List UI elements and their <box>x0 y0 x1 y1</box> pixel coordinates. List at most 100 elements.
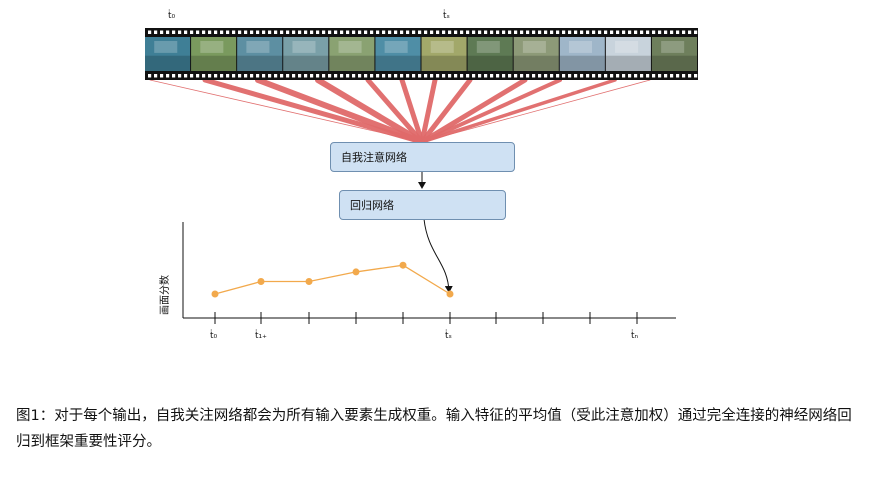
sprocket-hole <box>658 74 662 78</box>
sprocket-hole <box>166 74 170 78</box>
sprocket-hole <box>430 74 434 78</box>
attention-weight-line <box>399 77 425 145</box>
sprocket-hole <box>394 30 398 34</box>
sprocket-hole <box>442 74 446 78</box>
sprocket-hole <box>280 30 284 34</box>
sprocket-hole <box>598 74 602 78</box>
sprocket-hole <box>364 30 368 34</box>
sprocket-hole <box>184 30 188 34</box>
sprocket-hole <box>400 74 404 78</box>
sprocket-hole <box>424 74 428 78</box>
sprocket-hole <box>604 74 608 78</box>
video-frame <box>651 37 697 71</box>
sprocket-hole <box>250 30 254 34</box>
video-frame-shade <box>513 55 559 71</box>
sprocket-hole <box>688 74 692 78</box>
sprocket-hole <box>574 74 578 78</box>
sprocket-hole <box>436 30 440 34</box>
sprocket-hole <box>214 74 218 78</box>
sprocket-hole <box>406 30 410 34</box>
sprocket-hole <box>370 74 374 78</box>
video-frame-highlight <box>384 41 408 53</box>
sprocket-hole <box>502 74 506 78</box>
film-label-ts: ṫₛ <box>443 10 450 21</box>
sprocket-hole <box>646 74 650 78</box>
sprocket-hole <box>382 74 386 78</box>
sprocket-hole <box>562 74 566 78</box>
sprocket-hole <box>154 74 158 78</box>
sprocket-hole <box>358 30 362 34</box>
sprocket-hole <box>610 30 614 34</box>
sprocket-hole <box>424 30 428 34</box>
sprocket-hole <box>328 74 332 78</box>
video-frame-fill <box>651 37 697 71</box>
sprocket-hole <box>334 74 338 78</box>
score-series-line <box>214 264 451 295</box>
sprocket-hole <box>490 30 494 34</box>
film-strip <box>145 28 698 80</box>
sprocket-hole <box>586 30 590 34</box>
sprocket-hole <box>652 74 656 78</box>
sprocket-hole <box>688 30 692 34</box>
sprocket-hole <box>304 30 308 34</box>
sprocket-hole <box>286 74 290 78</box>
sprocket-hole <box>478 74 482 78</box>
sprocket-hole <box>556 74 560 78</box>
sprocket-hole <box>610 74 614 78</box>
sprocket-hole <box>466 30 470 34</box>
sprocket-hole <box>358 74 362 78</box>
sprocket-hole <box>544 30 548 34</box>
sprocket-hole <box>544 74 548 78</box>
video-frame <box>513 37 559 71</box>
sprocket-hole <box>616 74 620 78</box>
sprocket-hole <box>388 74 392 78</box>
attention-weight-line <box>149 79 423 143</box>
sprocket-hole <box>334 30 338 34</box>
sprocket-hole <box>484 74 488 78</box>
sprocket-hole <box>670 30 674 34</box>
sprocket-hole <box>280 74 284 78</box>
video-frame-shade <box>283 55 329 71</box>
video-frame-highlight <box>476 41 500 53</box>
sprocket-hole <box>664 30 668 34</box>
attention-weight-line <box>419 77 528 145</box>
sprocket-hole <box>160 30 164 34</box>
sprocket-hole <box>490 74 494 78</box>
attention-weight-line <box>419 77 438 145</box>
sprocket-hole <box>664 74 668 78</box>
sprocket-hole <box>364 74 368 78</box>
video-frame <box>375 37 421 71</box>
sprocket-hole <box>628 74 632 78</box>
video-frame <box>559 37 605 71</box>
score-point <box>446 290 454 298</box>
sprocket-hole <box>580 30 584 34</box>
video-frame-highlight <box>338 41 362 53</box>
attention-weight-line <box>255 77 425 145</box>
sprocket-hole <box>352 74 356 78</box>
sprocket-hole <box>562 30 566 34</box>
sprocket-hole <box>550 30 554 34</box>
score-chart: 画面分数 ṫ₀ ṫ₁₊ ṫₛ ṫₙ <box>158 222 676 341</box>
sprocket-hole <box>316 74 320 78</box>
attention-weight-line <box>315 77 425 145</box>
sprocket-hole <box>196 30 200 34</box>
sprocket-hole <box>460 30 464 34</box>
sprocket-hole <box>694 74 698 78</box>
sprocket-hole <box>658 30 662 34</box>
attention-weight-line <box>420 78 617 144</box>
sprocket-hole <box>346 30 350 34</box>
video-frames <box>145 37 697 71</box>
film-sprockets <box>148 30 698 78</box>
sprocket-hole <box>322 30 326 34</box>
video-frame-fill <box>605 37 651 71</box>
score-point <box>257 278 265 286</box>
video-frame-highlight <box>154 41 178 53</box>
sprocket-hole <box>310 30 314 34</box>
sprocket-hole <box>406 74 410 78</box>
video-frame-highlight <box>615 41 639 53</box>
video-frame-highlight <box>522 41 546 53</box>
sprocket-hole <box>262 30 266 34</box>
sprocket-hole <box>682 30 686 34</box>
sprocket-hole <box>256 30 260 34</box>
score-point <box>211 290 219 298</box>
